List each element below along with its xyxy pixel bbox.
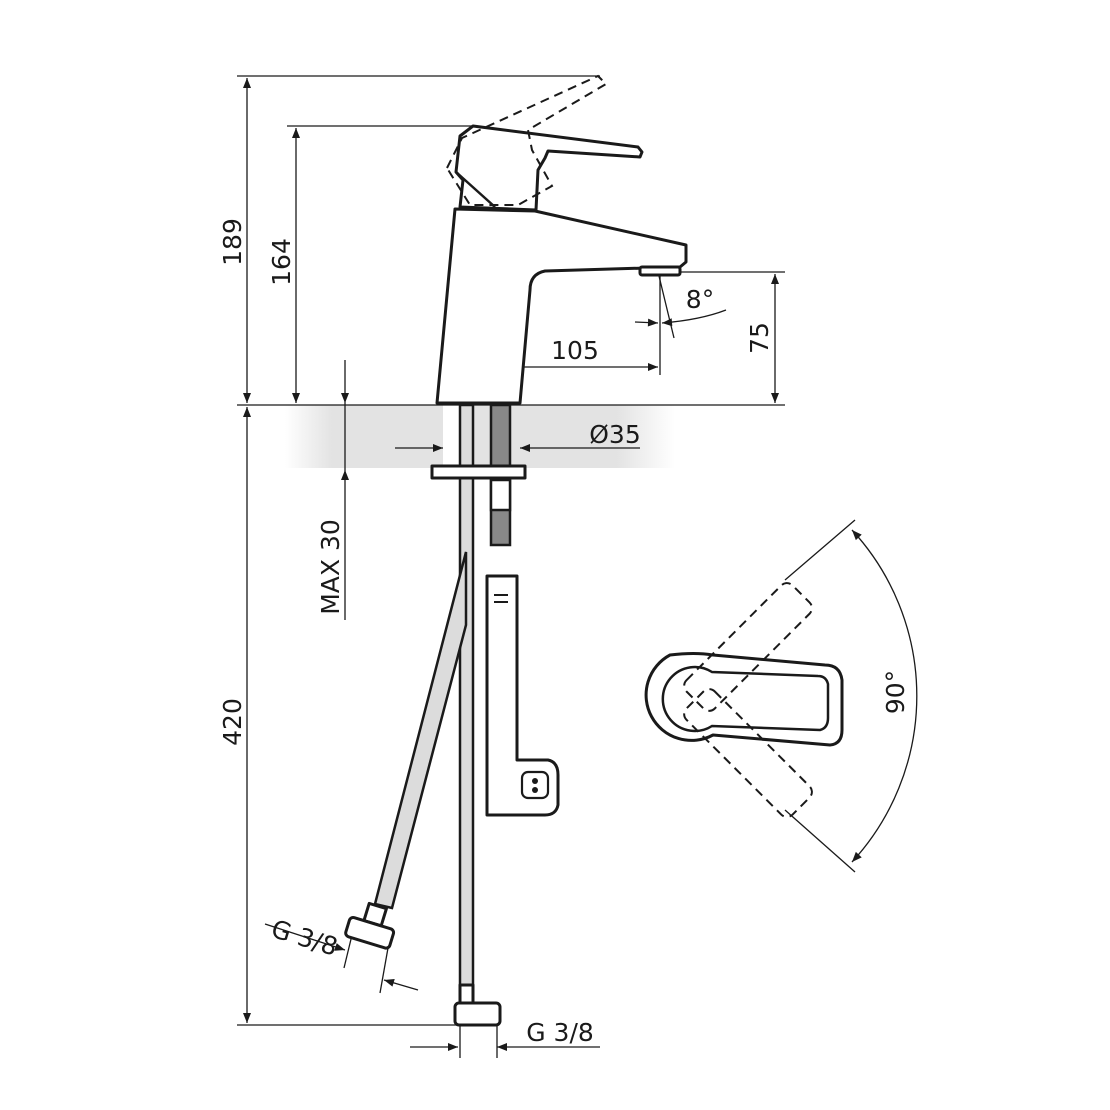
- aerator: [638, 265, 682, 277]
- center-pipe: [458, 403, 475, 987]
- dim-8deg: 8°: [686, 285, 714, 314]
- dim-90deg: 90°: [881, 670, 910, 714]
- dim-max-30: MAX 30: [316, 519, 345, 615]
- dim-105: 105: [551, 336, 599, 365]
- dim-diameter-35: Ø35: [589, 420, 641, 449]
- dim-164: 164: [267, 238, 296, 286]
- mounting-washer: [430, 464, 527, 480]
- dimension-lines: [243, 78, 779, 1058]
- hose-nut-bottom: [453, 1001, 502, 1027]
- top-view-lever: [644, 519, 918, 873]
- faucet-body: [435, 207, 688, 405]
- hose-nut-left: [344, 916, 396, 950]
- lever-closed: [454, 124, 644, 212]
- lever-open-dashed: [445, 74, 608, 206]
- dim-75: 75: [745, 322, 774, 354]
- dim-189: 189: [218, 218, 247, 266]
- dim-g38-left: G 3/8: [268, 914, 341, 961]
- flex-hose: [373, 551, 468, 910]
- bracket: [485, 574, 560, 817]
- dim-g38-bottom: G 3/8: [526, 1018, 594, 1047]
- countertop-section: [285, 405, 675, 468]
- supply-assembly: [344, 403, 560, 1027]
- dim-420: 420: [218, 698, 247, 746]
